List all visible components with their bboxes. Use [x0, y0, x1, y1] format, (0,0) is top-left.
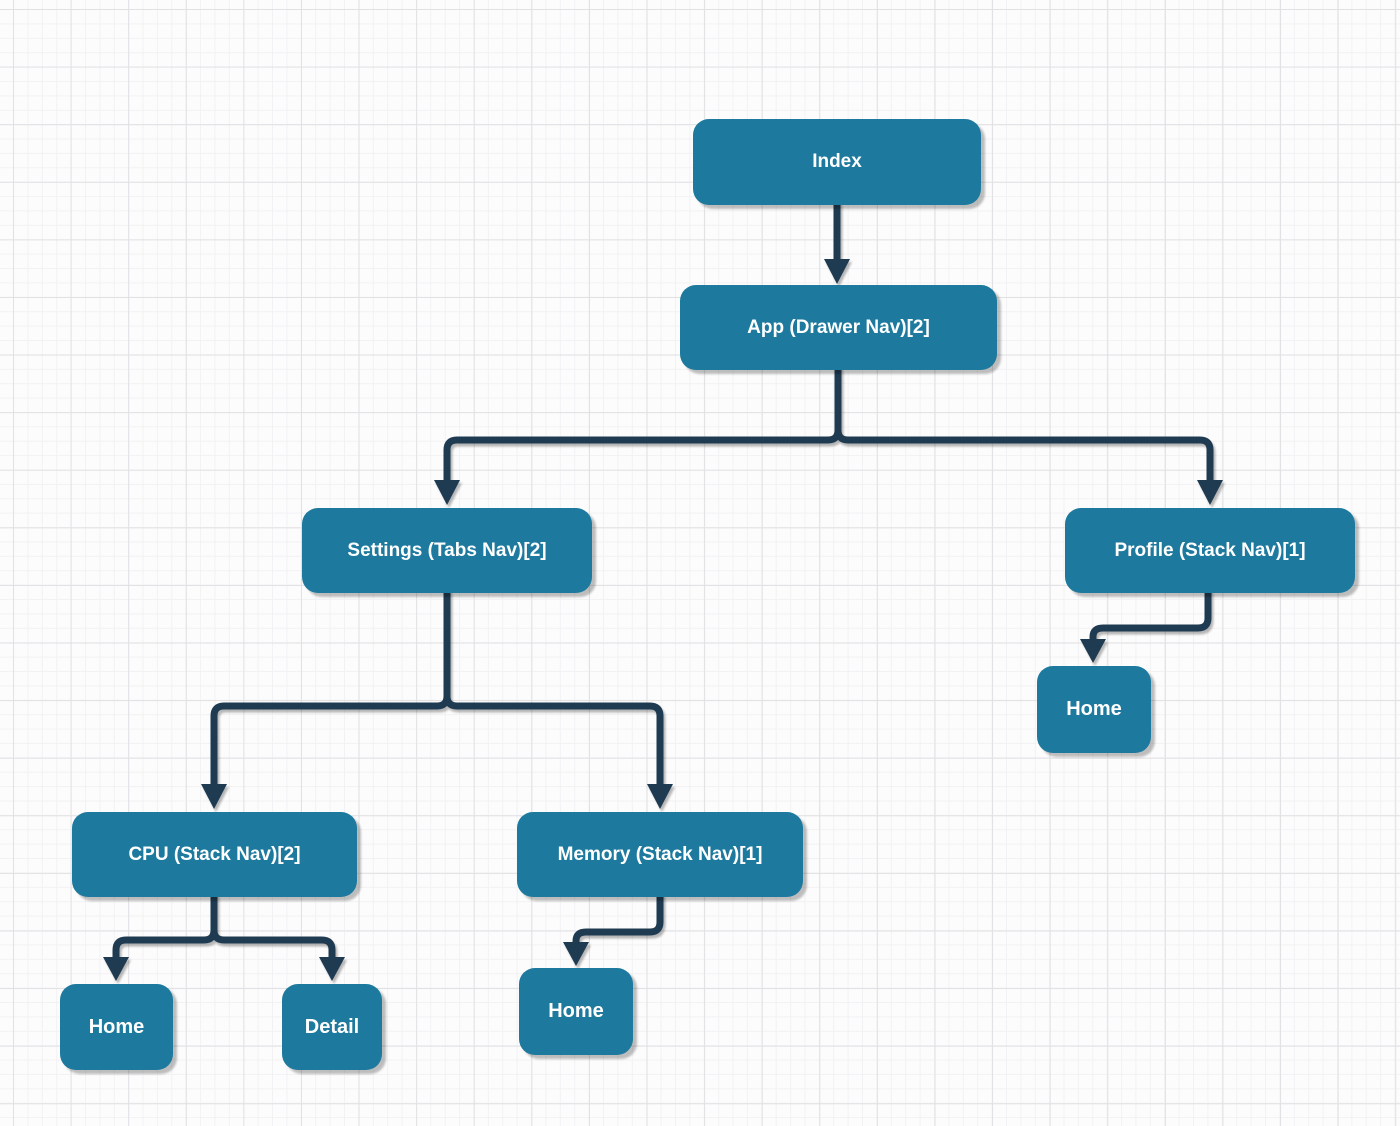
node-index-label: Index [812, 151, 862, 172]
edge-cpu-detail [210, 892, 345, 981]
node-cpu-detail: Detail [282, 984, 382, 1070]
edge-profile-home [1080, 588, 1212, 663]
node-memory-home: Home [519, 968, 633, 1055]
node-index: Index [693, 119, 981, 205]
node-app-label: App (Drawer Nav)[2] [747, 316, 930, 338]
node-memory-home-label: Home [548, 1000, 604, 1022]
node-profile-label: Profile (Stack Nav)[1] [1114, 539, 1306, 561]
node-profile-home-label: Home [1066, 698, 1122, 720]
node-memory: Memory (Stack Nav)[1] [517, 812, 803, 897]
node-settings: Settings (Tabs Nav)[2] [302, 508, 592, 593]
edge-memory-home [563, 892, 664, 966]
edge-index-app [824, 200, 850, 284]
node-app: App (Drawer Nav)[2] [680, 285, 997, 370]
edge-app-settings [434, 365, 842, 505]
edge-app-profile [834, 365, 1223, 505]
node-cpu-home: Home [60, 984, 173, 1070]
node-cpu-detail-label: Detail [304, 1015, 360, 1038]
node-memory-label: Memory (Stack Nav)[1] [557, 843, 763, 865]
node-settings-label: Settings (Tabs Nav)[2] [347, 539, 547, 561]
node-profile: Profile (Stack Nav)[1] [1065, 508, 1355, 593]
node-cpu-home-label: Home [88, 1015, 145, 1038]
node-cpu-label: CPU (Stack Nav)[2] [128, 843, 301, 865]
node-profile-home: Home [1037, 666, 1151, 753]
node-cpu: CPU (Stack Nav)[2] [72, 812, 357, 897]
edge-settings-cpu [201, 588, 451, 809]
edge-settings-memory [443, 588, 673, 809]
edge-cpu-home [103, 892, 218, 981]
